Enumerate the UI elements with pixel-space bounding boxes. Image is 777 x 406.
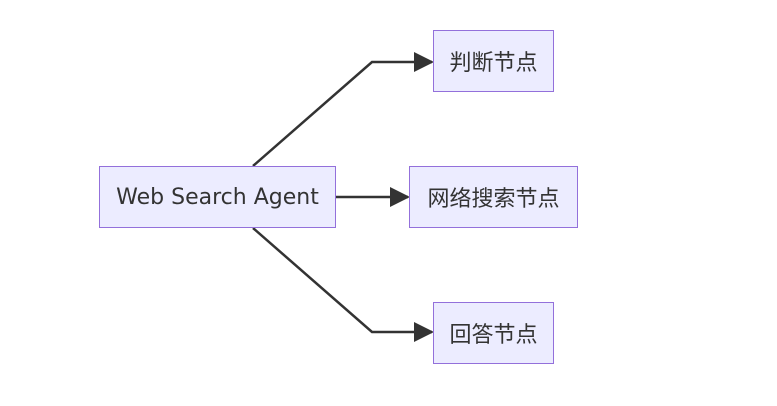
node-web-search: 网络搜索节点 (409, 166, 578, 228)
node-answer: 回答节点 (433, 302, 554, 364)
edge-source-to-judge (252, 52, 434, 167)
node-label: 网络搜索节点 (427, 187, 560, 212)
node-label: Web Search Agent (116, 184, 319, 210)
edge-source-to-answer (252, 227, 434, 342)
node-judge: 判断节点 (433, 30, 554, 92)
node-label: 回答节点 (449, 323, 538, 348)
node-web-search-agent: Web Search Agent (99, 166, 336, 228)
node-label: 判断节点 (449, 51, 538, 76)
